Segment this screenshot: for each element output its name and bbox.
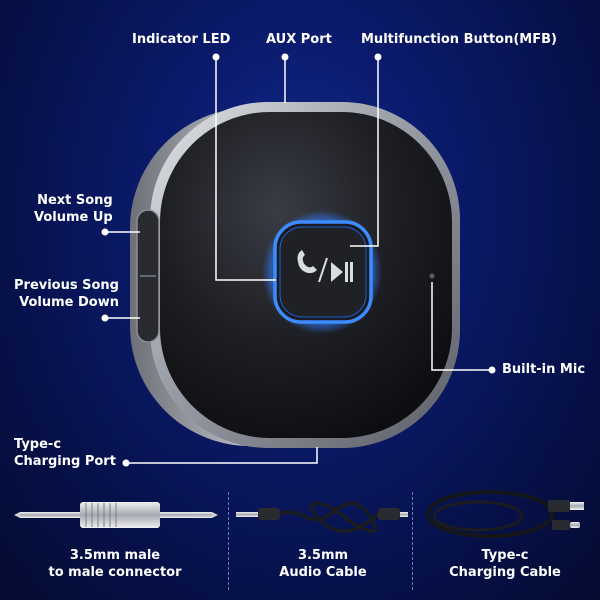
accessory-2-line2: Audio Cable [279, 565, 367, 580]
audio-cable-icon [236, 501, 408, 533]
accessory-1-label: 3.5mm male to male connector [40, 547, 190, 581]
mfb-label: Multifunction Button(MFB) [361, 32, 557, 47]
builtin-mic-label: Built-in Mic [502, 362, 586, 377]
typec-port-line2: Charging Port [14, 454, 116, 469]
previous-song-line2: Volume Down [19, 295, 119, 310]
next-song-label: Next Song Volume Up [34, 192, 113, 226]
accessory-3-line1: Type-c [481, 548, 529, 563]
accessory-1-line2: to male connector [48, 565, 182, 580]
typec-port-label: Type-c Charging Port [14, 436, 116, 470]
divider-2 [412, 492, 413, 590]
aux-connector-icon [14, 502, 218, 528]
divider-1 [228, 492, 229, 590]
aux-port-label: AUX Port [266, 32, 332, 47]
usb-c-cable-icon [426, 490, 584, 538]
mic-hole [429, 273, 435, 279]
previous-song-line1: Previous Song [14, 278, 119, 293]
typec-port-line1: Type-c [14, 437, 62, 452]
accessory-2-line1: 3.5mm [297, 548, 349, 563]
accessory-1-line1: 3.5mm male [69, 548, 161, 563]
previous-song-label: Previous Song Volume Down [14, 277, 119, 311]
phone-play-pause-icon [297, 250, 353, 283]
accessory-2-label: 3.5mm Audio Cable [248, 547, 398, 581]
accessory-3-line2: Charging Cable [449, 565, 561, 580]
indicator-led-label: Indicator LED [132, 32, 231, 47]
next-song-line1: Next Song [37, 193, 113, 208]
accessory-3-label: Type-c Charging Cable [430, 547, 580, 581]
next-song-line2: Volume Up [34, 210, 113, 225]
